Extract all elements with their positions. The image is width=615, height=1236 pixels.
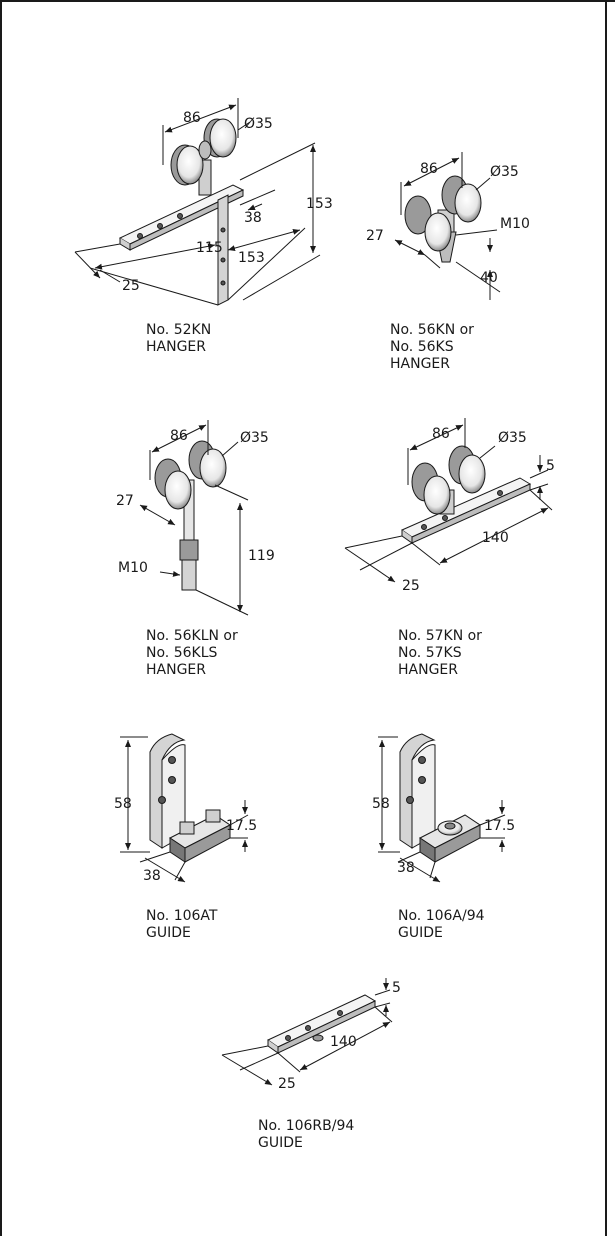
caption-line: HANGER	[398, 662, 458, 678]
caption-52kn: No. 52KN HANGER	[146, 322, 211, 356]
drawing-56kln-hanger	[139, 420, 249, 616]
drawing-57kn-hanger	[344, 418, 553, 583]
caption-106a94: No. 106A/94 GUIDE	[398, 908, 485, 942]
dim-56kln-depth: 27	[116, 493, 134, 509]
frame-right	[605, 0, 607, 1236]
dim-52kn-height: 153	[306, 196, 333, 212]
caption-line: HANGER	[390, 356, 450, 372]
dim-56kln-width: 86	[170, 428, 188, 444]
frame-left	[0, 0, 2, 1236]
caption-line: No. 106RB/94	[258, 1118, 355, 1134]
drawing-106a94-guide	[378, 733, 506, 883]
dim-56kn-height: 40	[480, 270, 498, 286]
drawing-106rb94-guide	[221, 978, 393, 1086]
dim-106a94-height: 58	[372, 796, 390, 812]
dim-106a94-depth: 38	[397, 860, 415, 876]
caption-line: No. 56KN or	[390, 322, 474, 338]
dim-106at-height: 58	[114, 796, 132, 812]
caption-106at: No. 106AT GUIDE	[146, 908, 217, 942]
dim-106at-depth: 38	[143, 868, 161, 884]
dim-106a94-base-height: 17.5	[484, 818, 515, 834]
caption-57kn: No. 57KN or No. 57KS HANGER	[398, 628, 482, 679]
caption-line: No. 106AT	[146, 908, 218, 924]
caption-line: GUIDE	[146, 925, 191, 941]
dim-106rb94-plate-width: 25	[278, 1076, 296, 1092]
caption-line: HANGER	[146, 662, 206, 678]
dim-52kn-spacing: 115	[196, 240, 223, 256]
dim-56kln-thread: M10	[118, 560, 148, 576]
dim-57kn-plate-width: 25	[402, 578, 420, 594]
caption-line: No. 106A/94	[398, 908, 485, 924]
dim-52kn-width: 86	[183, 110, 201, 126]
caption-56kln: No. 56KLN or No. 56KLS HANGER	[146, 628, 238, 679]
drawing-106at-guide	[120, 733, 249, 883]
dim-52kn-offset: 38	[244, 210, 262, 226]
dim-56kn-wheel: Ø35	[490, 164, 519, 180]
caption-line: No. 56KLS	[146, 645, 218, 661]
dim-106rb94-thickness: 5	[392, 980, 401, 996]
dim-57kn-width: 86	[432, 426, 450, 442]
dim-56kn-thread: M10	[500, 216, 530, 232]
dim-52kn-length: 153	[238, 250, 265, 266]
drawing-52kn-hanger	[74, 98, 321, 306]
drawing-56kn-hanger	[394, 152, 501, 300]
dim-56kn-depth: 27	[366, 228, 384, 244]
dim-52kn-wheel: Ø35	[244, 116, 273, 132]
caption-line: GUIDE	[258, 1135, 303, 1151]
caption-line: No. 52KN	[146, 322, 212, 338]
caption-line: No. 57KS	[398, 645, 462, 661]
dim-52kn-plate-width: 25	[122, 278, 140, 294]
caption-line: No. 56KLN or	[146, 628, 238, 644]
caption-line: GUIDE	[398, 925, 443, 941]
dim-56kln-wheel: Ø35	[240, 430, 269, 446]
dim-57kn-wheel: Ø35	[498, 430, 527, 446]
caption-line: No. 56KS	[390, 339, 454, 355]
frame-top	[0, 0, 615, 2]
caption-line: HANGER	[146, 339, 206, 355]
caption-106rb94: No. 106RB/94 GUIDE	[258, 1118, 354, 1152]
caption-line: No. 57KN or	[398, 628, 482, 644]
dim-56kln-height: 119	[248, 548, 275, 564]
dim-56kn-width: 86	[420, 161, 438, 177]
dim-106rb94-length: 140	[330, 1034, 357, 1050]
dim-57kn-length: 140	[482, 530, 509, 546]
caption-56kn: No. 56KN or No. 56KS HANGER	[390, 322, 474, 373]
dim-57kn-thickness: 5	[546, 458, 555, 474]
dim-106at-base-height: 17.5	[226, 818, 257, 834]
